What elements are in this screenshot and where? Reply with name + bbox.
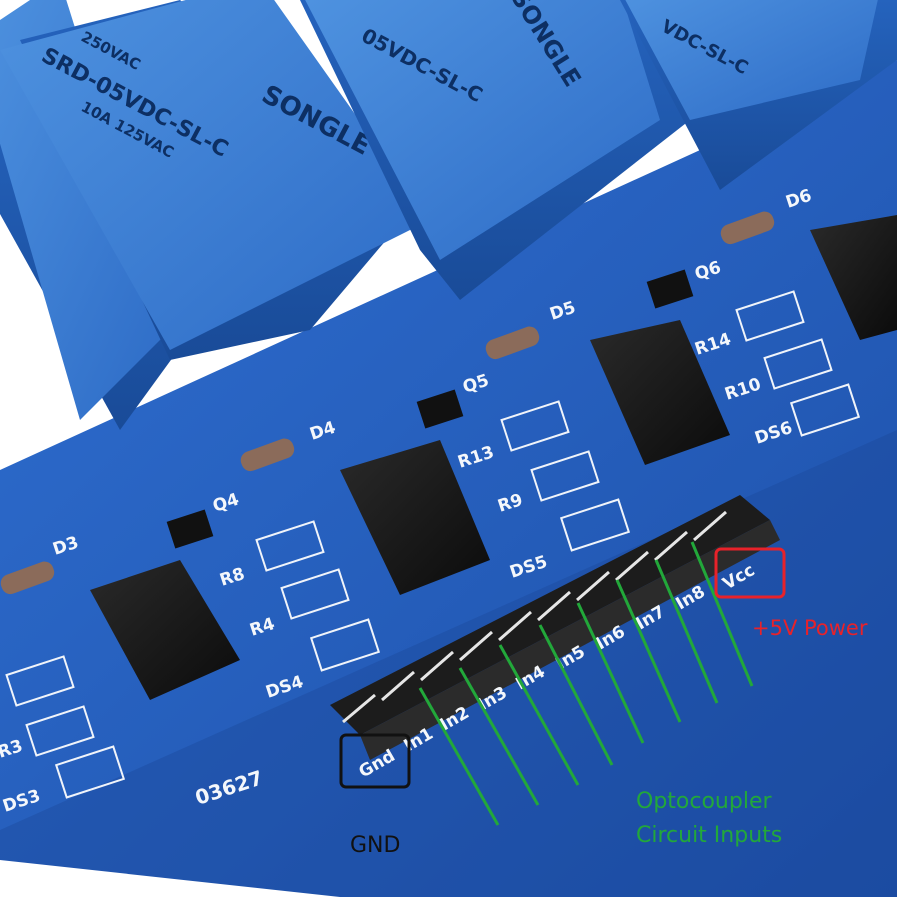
diode-d3 xyxy=(0,561,55,595)
diode-d5 xyxy=(485,326,540,360)
gnd-highlight-box xyxy=(339,733,411,789)
diode-d4 xyxy=(240,438,295,472)
optocoupler-4 xyxy=(810,215,897,340)
vcc-highlight-box xyxy=(714,547,786,599)
vcc-annotation: +5V Power xyxy=(752,616,868,640)
input-pointer-lines xyxy=(418,541,754,826)
inputs-annotation-line1: Optocoupler xyxy=(636,789,772,814)
diode-d6 xyxy=(720,211,775,245)
transistor-q6 xyxy=(646,269,694,309)
header-pins xyxy=(342,510,727,724)
transistor-q4 xyxy=(166,509,214,549)
optocoupler-3 xyxy=(590,320,730,465)
optocoupler-1 xyxy=(90,560,240,700)
relay-4: VDC-SL-C xyxy=(620,0,897,190)
relay-3: 05VDC-SL-C SONGLE xyxy=(300,0,690,300)
inputs-annotation-line2: Circuit Inputs xyxy=(636,823,782,848)
transistor-q5 xyxy=(416,389,464,429)
optocoupler-2 xyxy=(340,440,490,595)
smd-pads xyxy=(5,290,861,799)
gnd-annotation: GND xyxy=(350,833,400,858)
board-shadow-edge xyxy=(0,860,340,897)
